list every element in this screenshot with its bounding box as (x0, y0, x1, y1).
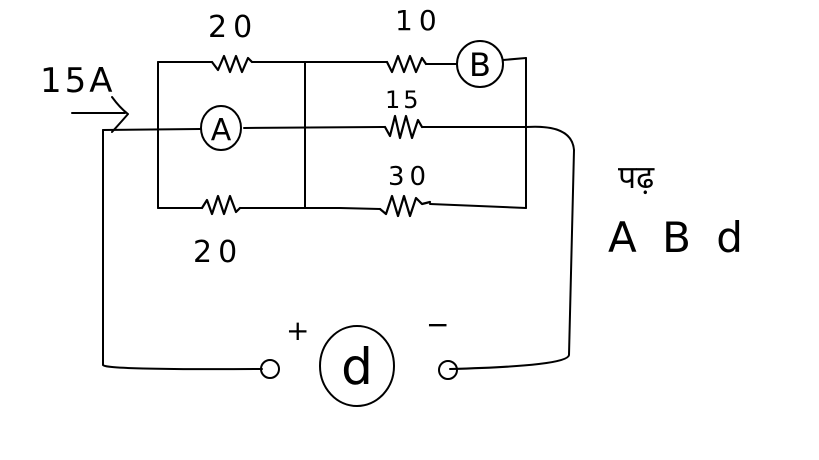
resistor-top-left-zigzag (210, 54, 254, 74)
wire-bottom-mid (239, 207, 381, 210)
resistor-bottom-right-zigzag (378, 194, 432, 218)
input-arrow-icon (71, 96, 129, 133)
side-note-word: पढ़ (618, 158, 655, 196)
meter-c-circle (319, 325, 395, 407)
wire-bottom-right (429, 203, 527, 209)
meter-b-circle (456, 40, 504, 88)
input-current-label: 15A (40, 61, 116, 101)
resistor-top-right-zigzag (385, 54, 428, 74)
meter-a-label: A (211, 113, 232, 148)
wire-left-return (102, 129, 263, 371)
resistor-top-right-label: 10 (395, 4, 443, 37)
positive-terminal-label: + (286, 314, 309, 347)
wire-b-to-right (502, 57, 527, 61)
resistor-bottom-right-label: 30 (388, 162, 431, 192)
wire-middle-left-lead (102, 128, 201, 131)
negative-terminal-label: − (426, 308, 449, 341)
wire-middle-a-to-resistor (243, 126, 386, 129)
meter-a-circle (200, 105, 242, 151)
resistor-middle-label: 15 (385, 86, 422, 114)
meter-c-label: d (341, 338, 373, 396)
resistor-middle-zigzag (383, 114, 424, 140)
meter-b-label: B (469, 46, 491, 84)
positive-terminal-circle (260, 359, 280, 379)
resistor-bottom-left-label: 20 (193, 235, 243, 270)
resistor-bottom-left-zigzag (200, 194, 242, 216)
resistor-top-left-label: 20 (208, 10, 258, 45)
wire-right-return (449, 125, 575, 370)
side-note-letters: A B d (608, 213, 749, 262)
negative-terminal-circle (438, 360, 458, 380)
